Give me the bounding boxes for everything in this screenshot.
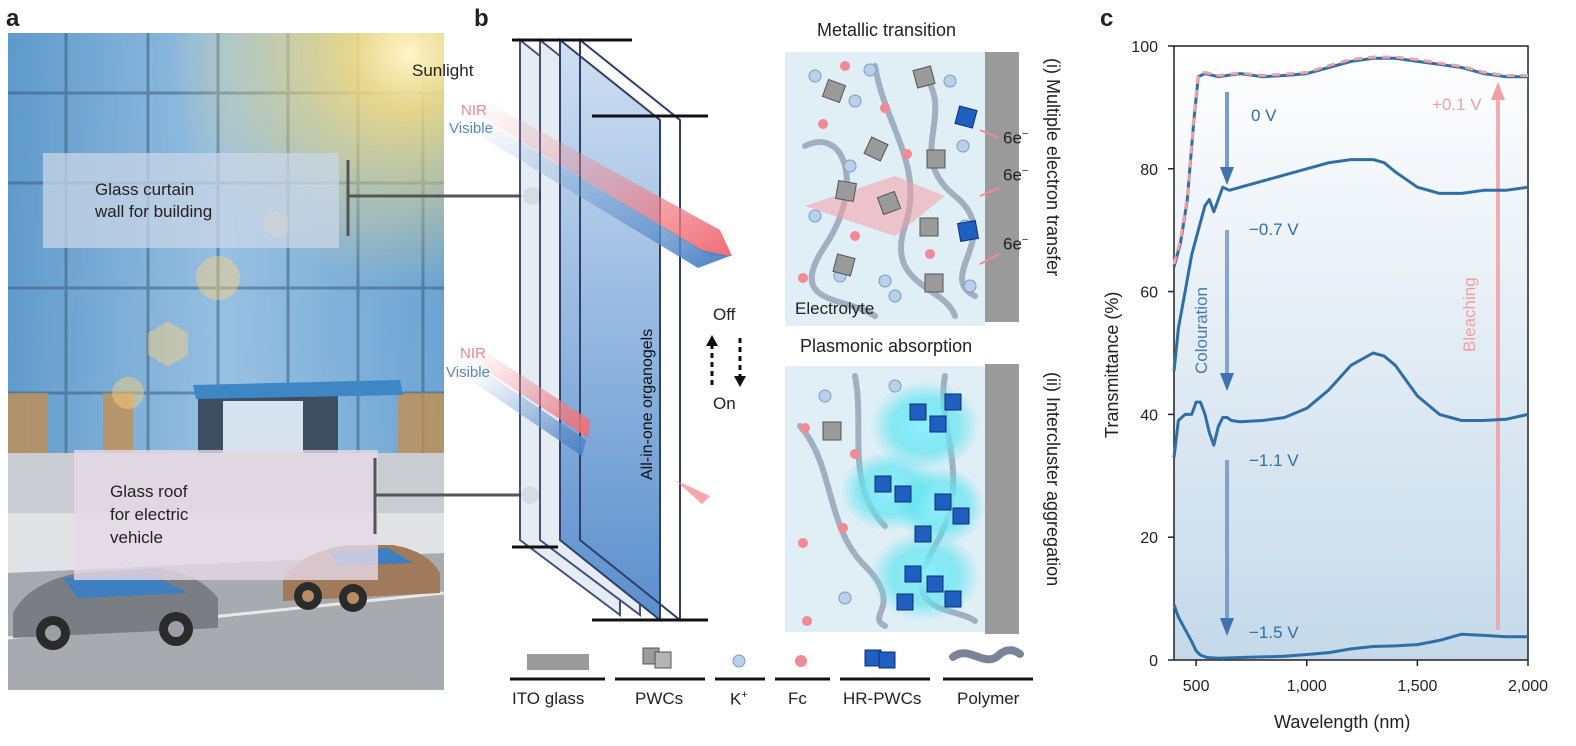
- legend-icons: [510, 646, 1033, 681]
- electron-label-3: 6e−: [1003, 234, 1029, 254]
- off-label: Off: [713, 305, 736, 324]
- building-scene: [8, 33, 444, 690]
- sunlight-label: Sunlight: [412, 61, 474, 80]
- legend-k-ion: K+: [730, 689, 748, 709]
- series-line-4: [1172, 55, 1528, 265]
- visible-beam-top: [470, 118, 730, 268]
- visible-label-top: Visible: [449, 120, 493, 137]
- mechanism-ii-label: (ii) Intercluster aggregation: [1043, 372, 1063, 587]
- y-tick-label: 40: [1140, 407, 1158, 424]
- nir-beam-top: [470, 98, 732, 256]
- series-line-3: [1172, 604, 1528, 660]
- panel-b-label: b: [474, 5, 489, 32]
- metallic-transition-title: Metallic transition: [817, 20, 957, 40]
- x-tick-label: 500: [1183, 678, 1210, 695]
- y-tick-label: 0: [1149, 653, 1158, 670]
- annotation-0v: 0 V: [1251, 106, 1277, 125]
- visible-label-bottom: Visible: [446, 364, 490, 381]
- y-tick-label: 80: [1140, 162, 1158, 179]
- curtain-wall-label-line1: Glass curtain: [95, 180, 195, 199]
- panel-a-label: a: [6, 5, 20, 32]
- curtain-wall-label-line2: wall for building: [95, 202, 213, 221]
- y-tick-label: 60: [1140, 285, 1158, 302]
- electron-label-1: 6e−: [1003, 128, 1029, 148]
- plot-frame: [1173, 45, 1529, 661]
- annotation-minus-1-1v: −1.1 V: [1249, 451, 1299, 470]
- mechanism-i-label: (i) Multiple electron transfer: [1043, 58, 1063, 277]
- plot-area: [1174, 46, 1528, 660]
- panel-c-label: c: [1100, 5, 1114, 32]
- organogel-label: All-in-one organogels: [639, 328, 656, 480]
- plasmonic-absorption-title: Plasmonic absorption: [800, 336, 973, 356]
- colouration-label: Colouration: [1192, 287, 1211, 374]
- on-label: On: [713, 394, 736, 413]
- y-tick-label: 100: [1131, 39, 1158, 56]
- nir-label-bottom: NIR: [460, 345, 486, 362]
- series-line-1: [1172, 158, 1529, 372]
- series-line-2: [1172, 351, 1529, 458]
- roof-label-line2: for electric: [110, 505, 189, 524]
- legend-ito-glass: ITO glass: [512, 689, 585, 708]
- legend-pwcs: PWCs: [635, 689, 684, 708]
- visible-beam-bottom: [470, 368, 586, 456]
- roof-label-line1: Glass roof: [110, 482, 188, 501]
- transmittance-chart: 500 1,000 1,500 2,000 0 20 40 60 80 100: [1131, 39, 1548, 695]
- electrolyte-label: Electrolyte: [795, 299, 875, 318]
- window-cross-section: [470, 37, 746, 623]
- nir-transmitted: [675, 480, 710, 504]
- annotation-minus-1-5v: −1.5 V: [1249, 623, 1299, 642]
- legend-hr-pwcs: HR-PWCs: [843, 689, 922, 708]
- ito-electrode-top: [985, 52, 1019, 322]
- x-axis-label: Wavelength (nm): [1274, 712, 1411, 732]
- x-tick-label: 1,500: [1397, 678, 1437, 695]
- legend-fc: Fc: [788, 689, 807, 708]
- ito-electrode-bottom: [985, 364, 1019, 634]
- roof-label-line3: vehicle: [110, 528, 163, 547]
- y-tick-label: 20: [1140, 530, 1158, 547]
- x-tick-label: 1,000: [1287, 678, 1327, 695]
- curtain-label-box: [43, 153, 339, 248]
- bleaching-label: Bleaching: [1460, 277, 1479, 352]
- nir-label-top: NIR: [461, 102, 487, 119]
- x-tick-label: 2,000: [1508, 678, 1548, 695]
- annotation-minus-0-7v: −0.7 V: [1249, 220, 1299, 239]
- legend-polymer: Polymer: [957, 689, 1020, 708]
- switch-arrows: [710, 338, 742, 385]
- roof-label-box: [74, 450, 378, 580]
- y-axis-label: Transmittance (%): [1102, 291, 1122, 438]
- mechanism-illustrations: [785, 52, 1019, 634]
- nir-beam-bottom: [470, 348, 590, 438]
- electron-label-2: 6e−: [1003, 165, 1029, 185]
- annotation-plus-0-1v: +0.1 V: [1432, 95, 1482, 114]
